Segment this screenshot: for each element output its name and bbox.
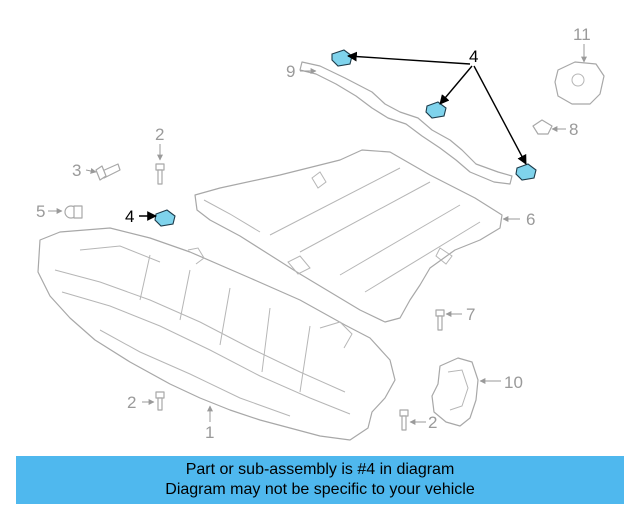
trim-strip-part <box>299 61 513 185</box>
bracket-part-11 <box>554 61 605 105</box>
part-info-banner: Part or sub-assembly is #4 in diagram Di… <box>16 456 624 504</box>
callout-2-right: 2 <box>428 413 437 432</box>
lower-shield-part <box>37 227 396 441</box>
nut-part-4-a <box>331 49 353 67</box>
callout-2-top: 2 <box>155 125 164 144</box>
highlighted-nut-icon <box>154 209 176 227</box>
callout-3: 3 <box>72 161 81 180</box>
push-clip-part-5 <box>64 205 83 219</box>
banner-line-disclaimer: Diagram may not be specific to your vehi… <box>165 481 475 498</box>
callout-4-left: 4 <box>125 207 134 226</box>
callout-10: 10 <box>504 373 523 392</box>
callout-5: 5 <box>36 202 45 221</box>
nut-part-4-c <box>515 163 537 181</box>
callout-8: 8 <box>569 120 578 139</box>
screw-part-3 <box>95 163 121 181</box>
nut-part-4-d <box>154 209 176 227</box>
bolt-part-2-left <box>155 391 165 411</box>
highlighted-nut-icon <box>515 163 537 181</box>
leader-lines-other <box>48 44 587 425</box>
bolt-part-2-right <box>399 409 409 431</box>
banner-line-part-number: Part or sub-assembly is #4 in diagram <box>185 461 455 478</box>
callout-4-top: 4 <box>469 47 478 66</box>
bolt-part-7 <box>435 309 445 331</box>
callout-11: 11 <box>573 25 591 44</box>
bolt-part-2-top <box>155 163 165 185</box>
callout-7: 7 <box>466 305 475 324</box>
callout-1: 1 <box>205 423 214 442</box>
callout-6: 6 <box>526 210 535 229</box>
bracket-part-10 <box>431 357 479 427</box>
highlighted-nut-icon <box>425 101 447 119</box>
parts-diagram: 1 2 2 2 3 4 4 5 6 7 8 9 10 11 <box>36 25 605 442</box>
highlighted-nut-icon <box>331 49 353 67</box>
callout-2-left: 2 <box>127 393 136 412</box>
under-tray-part <box>194 149 503 323</box>
callout-9: 9 <box>286 62 295 81</box>
leader-lines-part-4 <box>139 51 527 221</box>
clip-part-8 <box>532 119 553 135</box>
nut-part-4-b <box>425 101 447 119</box>
